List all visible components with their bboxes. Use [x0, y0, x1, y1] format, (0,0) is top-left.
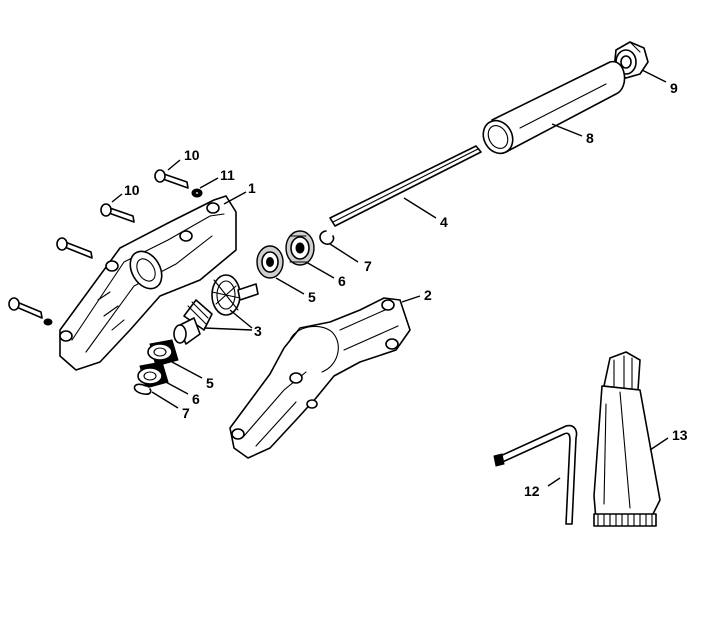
callout-7-upper: 7	[364, 258, 372, 274]
leader-10b	[111, 193, 123, 203]
leader-3a	[229, 309, 253, 329]
callout-1: 1	[248, 180, 256, 196]
callout-13: 13	[672, 427, 688, 443]
leader-3b	[203, 327, 253, 331]
part-7-circlip-lower[interactable]	[133, 383, 152, 395]
callout-3: 3	[254, 323, 262, 339]
callout-7-lower: 7	[182, 405, 190, 421]
leader-12	[547, 477, 561, 487]
callout-10-top: 10	[184, 147, 200, 163]
part-10-screw-b[interactable]	[100, 203, 135, 223]
part-10-screw-a[interactable]	[154, 169, 189, 189]
leader-2	[401, 295, 421, 303]
part-2-gear-housing-lower[interactable]	[229, 297, 411, 459]
part-5-bearing-lower[interactable]	[147, 339, 179, 367]
part-5-bearing-upper[interactable]	[256, 245, 284, 279]
leader-6a	[305, 261, 335, 279]
leader-6b	[161, 379, 189, 395]
callout-6-upper: 6	[338, 273, 346, 289]
leader-5b	[171, 361, 203, 379]
part-10-screw-c[interactable]	[56, 237, 93, 259]
part-10-screw-d[interactable]	[8, 297, 53, 326]
leader-7a	[329, 243, 359, 263]
part-6-bearing-lower[interactable]	[137, 361, 169, 389]
leader-4	[403, 197, 437, 219]
leader-5a	[275, 277, 305, 295]
leader-11	[199, 177, 219, 189]
part-1-gear-housing-upper[interactable]	[59, 195, 237, 371]
callout-labels: 9 8 4 7 6 5 2 3 10 10 11 1 5 6 7 12 13	[124, 80, 688, 499]
leader-13	[649, 437, 669, 451]
callout-9: 9	[670, 80, 678, 96]
leader-10a	[167, 159, 181, 171]
callout-6-lower: 6	[192, 391, 200, 407]
leader-9	[641, 69, 667, 83]
callout-5-upper: 5	[308, 289, 316, 305]
leader-lines	[111, 69, 669, 487]
part-12-hex-key[interactable]	[493, 424, 578, 525]
part-7-circlip-upper[interactable]	[319, 230, 335, 245]
callout-10-mid: 10	[124, 182, 140, 198]
part-3-bevel-gear-set[interactable]	[173, 274, 259, 345]
part-11-washer[interactable]	[191, 188, 203, 198]
callout-2: 2	[424, 287, 432, 303]
callout-11: 11	[220, 167, 235, 183]
part-6-ball-bearing-upper[interactable]	[285, 230, 315, 266]
callout-4: 4	[440, 214, 448, 230]
callout-12: 12	[524, 483, 540, 499]
leader-7b	[151, 391, 179, 409]
leader-1	[223, 191, 247, 205]
callout-8: 8	[586, 130, 594, 146]
part-13-grease-tube[interactable]	[593, 351, 661, 527]
part-4-drive-shaft[interactable]	[329, 145, 482, 227]
callout-5-lower: 5	[206, 375, 214, 391]
leader-8	[551, 123, 583, 137]
part-8-drive-tube[interactable]	[478, 61, 626, 159]
